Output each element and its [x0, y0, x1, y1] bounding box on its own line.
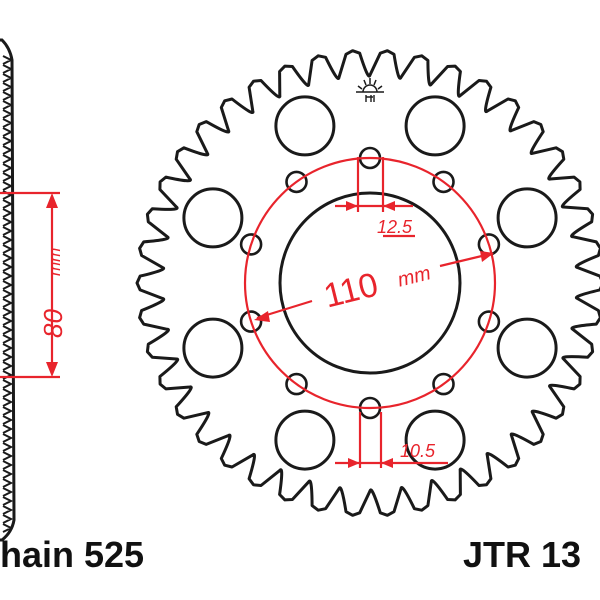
part-number-label: JTR 13: [463, 534, 582, 575]
pcd-arrow-left: [254, 311, 270, 322]
bottom-hole-arrow-left: [348, 458, 360, 468]
side-bore-value: 80: [38, 309, 68, 338]
logo-emblem: [356, 78, 384, 102]
side-bore-arrow-bottom: [46, 362, 58, 377]
side-profile-teeth: [2, 55, 14, 533]
side-bore-unit: mm: [45, 248, 64, 276]
top-hole-arrow-left: [346, 201, 358, 211]
logo-emblem-arc: [362, 84, 378, 93]
lightening-hole: [496, 317, 558, 379]
bottom-hole-value: 10.5: [400, 441, 436, 461]
side-profile: [0, 38, 16, 542]
center-bore: [278, 191, 462, 375]
top-hole-arrow-right: [383, 201, 395, 211]
pcd-arrow-right: [480, 251, 494, 262]
lightening-hole: [404, 95, 466, 157]
top-hole-value: 12.5: [377, 217, 413, 237]
lightening-hole: [404, 409, 466, 471]
lightening-hole: [182, 187, 244, 249]
side-bore-arrow-top: [46, 193, 58, 208]
lightening-hole: [496, 187, 558, 249]
logo-emblem-rays: [356, 78, 384, 93]
chain-size-label: Chain 525: [0, 534, 145, 575]
lightening-hole: [274, 409, 336, 471]
lightening-hole: [182, 317, 244, 379]
lightening-holes: [182, 95, 558, 471]
logo-emblem-mark: [365, 95, 375, 102]
pcd-circle: [243, 156, 497, 410]
bottom-hole-arrow-right: [381, 458, 393, 468]
lightening-hole: [274, 95, 336, 157]
dimensions: [0, 156, 497, 468]
